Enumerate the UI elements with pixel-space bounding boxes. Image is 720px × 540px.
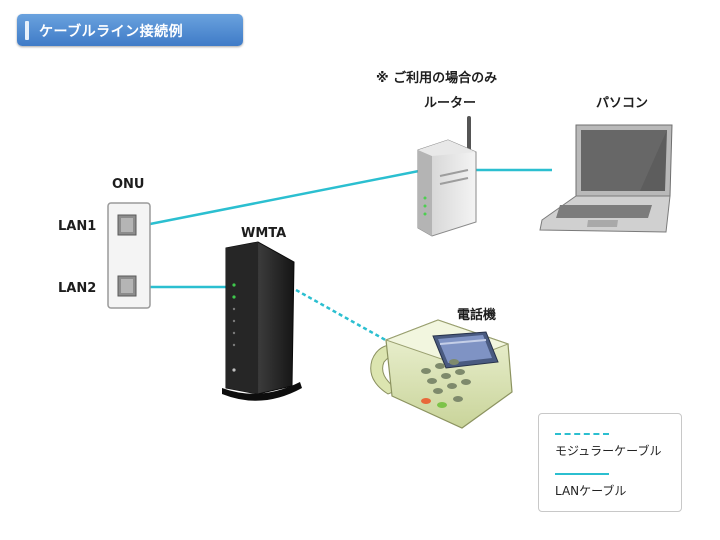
cable-legend: モジュラーケーブル LANケーブル bbox=[538, 413, 682, 512]
legend-lan-swatch bbox=[555, 473, 609, 475]
telephone-icon bbox=[370, 319, 513, 429]
lan-cable-onu-router bbox=[149, 168, 425, 226]
legend-lan-label: LANケーブル bbox=[555, 484, 627, 498]
label-router-note: ※ ご利用の場合のみ bbox=[376, 71, 498, 86]
laptop-pc-icon bbox=[539, 124, 673, 233]
header-title: ケーブルライン接続例 bbox=[39, 24, 184, 40]
onu-device-icon bbox=[107, 202, 151, 309]
wmta-device-icon bbox=[222, 241, 302, 401]
label-onu: ONU bbox=[112, 177, 145, 192]
legend-modular-label: モジュラーケーブル bbox=[555, 444, 662, 458]
label-router: ルーター bbox=[424, 96, 477, 111]
section-header: ケーブルライン接続例 bbox=[17, 14, 243, 46]
header-accent-bar bbox=[25, 21, 29, 40]
label-lan1: LAN1 bbox=[58, 219, 97, 234]
modular-cable-wmta-phone bbox=[295, 288, 399, 349]
label-wmta: WMTA bbox=[241, 226, 287, 241]
label-pc: パソコン bbox=[596, 96, 649, 111]
legend-modular-swatch bbox=[555, 433, 609, 435]
label-lan2: LAN2 bbox=[58, 281, 97, 296]
label-phone: 電話機 bbox=[457, 308, 497, 323]
router-device-icon bbox=[417, 116, 477, 237]
